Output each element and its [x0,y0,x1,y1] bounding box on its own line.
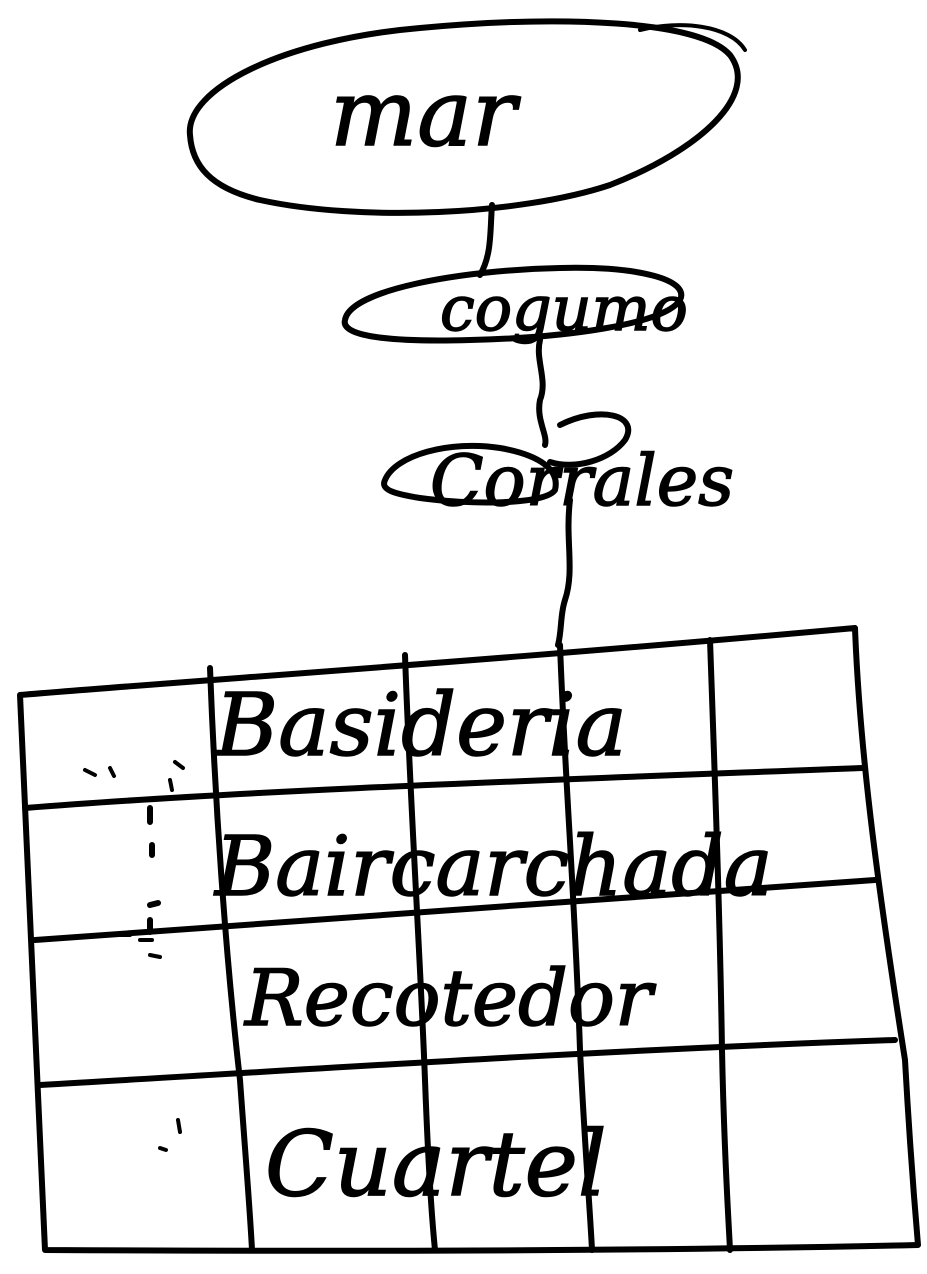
table-row-label: Basideria [213,676,627,776]
table-row-label: Baircarchada [213,820,773,915]
row-divider-3 [40,1040,895,1085]
middle-node-label: cogumo [440,272,688,345]
table-row-label: Recotedor [243,954,657,1044]
connector-mid-low [539,340,546,445]
lower-node: Corrales [384,414,734,522]
lower-node-label: Corrales [430,440,734,522]
top-node-label: mar [330,60,521,167]
table-rows: Basideria Baircarchada Recotedor Cuartel [213,676,773,1217]
margin-marks [85,762,183,1150]
table-row-label: Cuartel [265,1112,607,1217]
column-divider-4 [710,640,730,1250]
connector-top-mid [480,205,492,275]
top-node: mar [190,21,745,212]
middle-node: cogumo [345,268,688,345]
